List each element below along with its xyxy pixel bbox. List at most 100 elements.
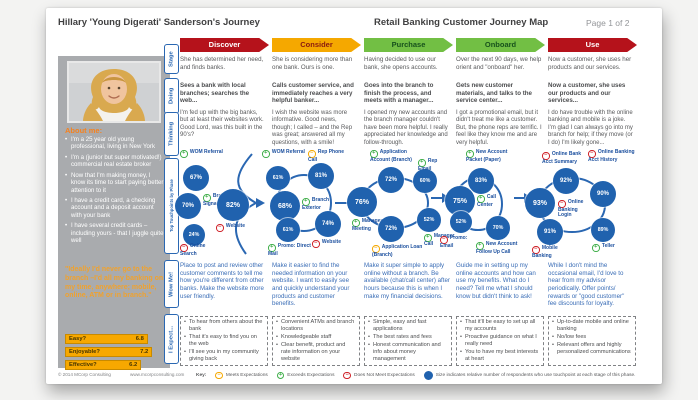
rating-label: Effective? [69,362,97,368]
touchpoint-label: + New Account Packet (Paper) [466,149,514,163]
discover-flow-curve-top [237,153,257,204]
wow-text-discover: Place to post and review other customer … [180,262,264,300]
doing-text-onboard: Gets new customer materials, and talks t… [456,82,532,105]
meets-expectations-icon: − [215,371,223,380]
touchpoint-label-text: Rep Email [418,158,438,172]
touchpoint-label-text: Online Banking Login [558,199,584,219]
touchpoint-node-website: 82% [217,189,249,221]
touchpoint-label-text: Application Loan (Branch) [372,244,423,258]
expect-list: Simple, easy and fast applicationsThe be… [368,319,448,362]
touchpoint-node-rep-phone-call: 81% [308,163,334,189]
wow-text-consider: Make it easier to find the needed inform… [272,262,350,308]
arrowhead-icon [256,198,265,208]
expect-item: No/low fees [552,334,632,341]
touchpoint-label-text: Online Search [180,243,206,257]
phase-arrow-onboard: Onboard [456,38,545,52]
touchpoint-label: + Call Center [477,194,507,208]
exceeds-expectations-icon: + [592,244,600,252]
does-not-meet-expectations-icon: − [216,224,224,232]
doing-text-discover: Sees a bank with local branches; searche… [180,82,250,105]
does-not-meet-expectations-icon: − [312,240,320,248]
touchpoint-label: − Online Banking Acct History [588,149,636,163]
expect-item: Honest communication and info about mone… [368,342,448,362]
touchpoint-label: + Application Account (Branch) [370,149,416,163]
touchpoint-label-text: Rep Phone Call [308,149,345,163]
touchpoint-label: + WOM Referral [262,149,306,158]
touchpoint-label: + Promo: Direct Mail [268,243,312,257]
legend-item-label: Meets Expectations [225,373,268,378]
persona-sidebar: About me: I'm a 25 year old young profes… [58,56,170,370]
phase-arrow-purchase: Purchase [364,38,453,52]
touchpoint-label-text: Manager Meeting [352,218,383,232]
touchpoint-node-online-banking-acct-history: 90% [590,181,616,207]
expect-box-use: Up-to-date mobile and online bankingNo/l… [548,316,636,366]
website-link[interactable]: www.mcorpconsulting.com [130,372,185,377]
touchpoint-node-wom-referral: 67% [183,165,209,191]
rating-label: Easy? [69,336,87,342]
exceeds-expectations-icon: + [262,150,270,158]
touchpoint-label-text: Teller [600,243,615,249]
wow-text-purchase: Make it super simple to apply online wit… [364,262,450,300]
row-label-i-expect: I Expect... [164,314,179,364]
about-me-item: I have several credit cards – including … [65,222,164,244]
touchpoint-label-text: Application Account (Branch) [370,149,412,163]
phase-arrow-consider: Consider [272,38,361,52]
does-not-meet-expectations-icon: − [343,371,351,380]
thinking-text-discover: I'm fed up with the big banks, but at le… [180,110,264,139]
expect-item: Simple, easy and fast applications [368,319,448,332]
touchpoint-node-new-account-follow-up-call: 70% [486,216,510,240]
touchpoint-label: + WOM Referral [180,149,224,158]
touchpoint-node-manager-meeting: 76% [347,187,377,217]
touchpoint-label-text: Website [224,223,245,229]
touchpoint-node-online-bank-acct-summary: 92% [553,168,579,194]
touchpoint-node-new-account-packet-paper: 83% [468,168,494,194]
touchpoint-node-online-search: 24% [183,224,205,246]
touchpoint-label: + Branch Exterior [302,197,336,211]
journey-map-page: Hillary 'Young Digerati' Sanderson's Jou… [46,8,662,384]
legend-key-label: Key: [196,373,207,378]
expect-item: Knowledgeable staff [276,334,356,341]
touchpoint-node-online-banking-login: 93% [525,188,555,218]
rating-label: Enjoyable? [69,349,100,355]
wow-text-onboard: Guide me in setting up my online account… [456,262,536,300]
expect-list: Up-to-date mobile and online bankingNo/l… [552,319,632,356]
expect-item: Relevant offers and highly personalized … [552,342,632,355]
touchpoint-label: − Mobile Banking [532,245,576,259]
legend-item-label: Does Not Meet Expectations [353,373,415,378]
touchpoint-label-text: WOM Referral [188,149,223,155]
exceeds-expectations-icon: + [276,371,285,380]
touchpoint-label-text: Promo: Email [440,235,468,249]
expect-item: The best rates and fees [368,334,448,341]
thinking-text-purchase: I opened my new accounts and the branch … [364,110,448,146]
touchpoint-node-branch-exterior: 68% [270,191,300,221]
thinking-text-use: I do have trouble with the online bankin… [548,110,633,146]
thinking-text-onboard: I got a promotional email, but it didn't… [456,110,542,146]
touchpoint-label-text: New Account Packet (Paper) [466,149,508,163]
touchpoint-node-mobile-banking: 91% [537,219,563,245]
doing-text-consider: Calls customer service, and immediately … [272,82,354,105]
touchpoint-label: + Teller [592,243,618,252]
touchpoint-label: − Website [216,223,252,232]
rating-value: 6.2 [129,362,138,368]
row-label-thinking: Thinking [164,112,179,156]
about-me-item: Now that I'm making money, I know its ti… [65,172,164,194]
touchpoint-label-text: Promo: Direct Mail [268,243,311,257]
expect-box-consider: Convenient ATMs and branch locationsKnow… [272,316,360,366]
touchpoint-label: + New Account Follow Up Call [476,241,524,255]
wow-text-use: While I don't mind the occasional email,… [548,262,625,308]
expect-box-onboard: That it'll be easy to set up all my acco… [456,316,544,366]
expect-item: To hear from others about the bank [184,319,264,332]
expect-item: Convenient ATMs and branch locations [276,319,356,332]
expect-list: Convenient ATMs and branch locationsKnow… [276,319,356,362]
expect-box-purchase: Simple, easy and fast applicationsThe be… [364,316,452,366]
touchpoint-node-wom-referral: 61% [266,166,290,190]
touchpoint-label-text: Call Center [477,194,497,208]
touchpoint-label-text: Online Bank Acct Summary [542,151,582,165]
touchpoint-label: − Online Bank Acct Summary [542,151,584,165]
row-label-wow-me: Wow Me! [164,260,179,308]
legend-item-does-not-meet: −Does Not Meet Expectations [343,371,415,380]
exceeds-expectations-icon: + [180,150,188,158]
touchpoint-label-text: Online Banking Acct History [588,149,635,163]
touchpoint-label: − Online Search [180,243,220,257]
